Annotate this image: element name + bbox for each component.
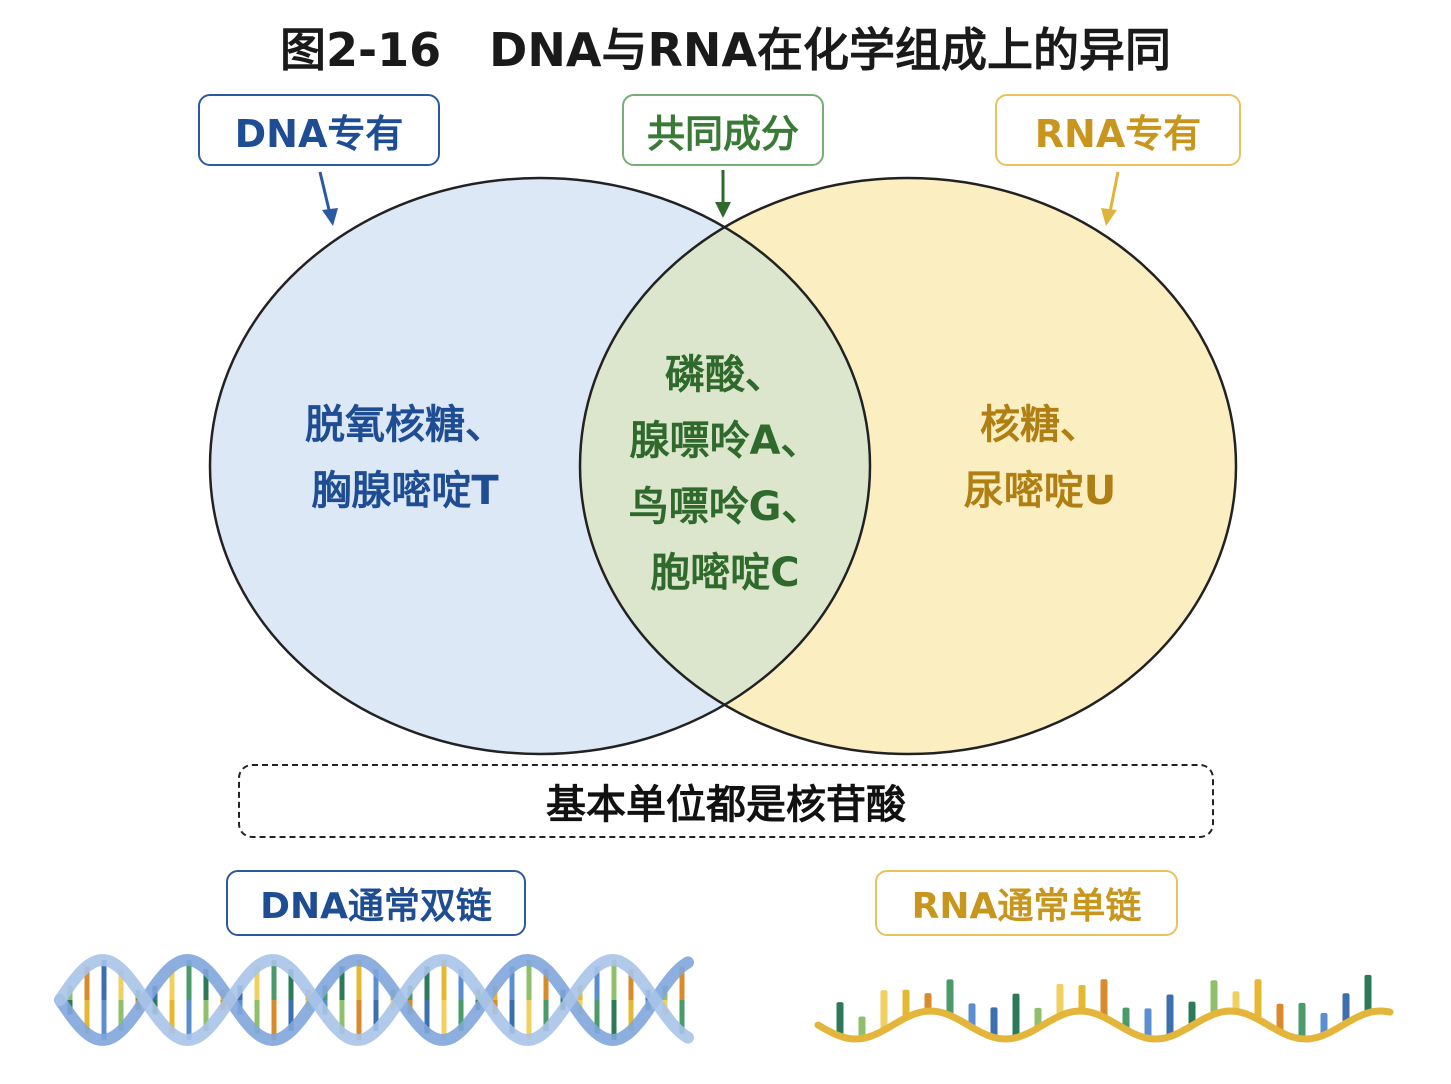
dna-double-strand-tag: DNA通常双链: [226, 870, 526, 936]
dna-backbone-strand: [54, 953, 694, 1047]
overlap-region: [580, 178, 870, 754]
rna-base: [1276, 1003, 1284, 1032]
basic-unit-box: 基本单位都是核苷酸: [238, 764, 1214, 838]
rna-base: [1166, 994, 1174, 1037]
rna-base: [968, 1003, 976, 1028]
rna-only-tag: RNA专有: [995, 94, 1241, 166]
rna-base: [858, 1016, 866, 1039]
rna-base: [1210, 980, 1218, 1015]
rna-base: [1122, 1007, 1130, 1030]
rna-backbone-strand: [814, 1007, 1394, 1043]
dna-only-tag: DNA专有: [198, 94, 440, 166]
rna-base: [1144, 1008, 1152, 1039]
rna-base: [1078, 985, 1086, 1012]
rna-arrow: [1101, 171, 1120, 226]
rna-base: [1188, 1001, 1196, 1026]
rna-base: [1232, 991, 1240, 1012]
dna-backbone-strand: [54, 953, 694, 1047]
common-component-cytosine: 胞嘧啶C: [650, 550, 800, 596]
rna-single-strand-icon: [814, 974, 1394, 1043]
common-components: 磷酸、 腺嘌呤A、 鸟嘌呤G、 胞嘧啶C: [590, 342, 860, 606]
rna-base: [1012, 993, 1020, 1038]
rna-base: [902, 989, 910, 1018]
common-components-tag: 共同成分: [622, 94, 824, 166]
rna-base: [1320, 1013, 1328, 1036]
common-component-guanine: 鸟嘌呤G、: [628, 484, 822, 530]
dna-component-deoxyribose: 脱氧核糖、: [305, 402, 505, 448]
rna-base: [1298, 1002, 1306, 1039]
rna-base: [990, 1007, 998, 1038]
rna-single-strand-tag: RNA通常单链: [875, 870, 1178, 936]
rna-base: [836, 1002, 844, 1037]
common-arrow: [715, 170, 731, 218]
rna-base: [1342, 993, 1350, 1024]
rna-component-uracil: 尿嘧啶U: [963, 468, 1117, 514]
rna-base: [946, 979, 954, 1016]
page-title: 图2-16 DNA与RNA在化学组成上的异同: [280, 23, 1171, 77]
rna-base: [1364, 974, 1372, 1013]
dna-only-components: 脱氧核糖、 胸腺嘧啶T: [250, 392, 560, 524]
common-component-phosphate: 磷酸、: [665, 352, 785, 398]
rna-base: [924, 993, 932, 1012]
dna-arrow: [318, 171, 338, 226]
rna-base: [1254, 979, 1262, 1020]
dna-double-helix-icon: [54, 953, 694, 1047]
rna-only-components: 核糖、 尿嘧啶U: [900, 392, 1180, 524]
rna-component-ribose: 核糖、: [980, 402, 1100, 448]
common-component-adenine: 腺嘌呤A、: [629, 418, 821, 464]
rna-base: [1100, 979, 1108, 1018]
rna-base: [1056, 983, 1064, 1016]
rna-base: [880, 990, 888, 1031]
dna-component-thymine: 胸腺嘧啶T: [311, 468, 499, 514]
